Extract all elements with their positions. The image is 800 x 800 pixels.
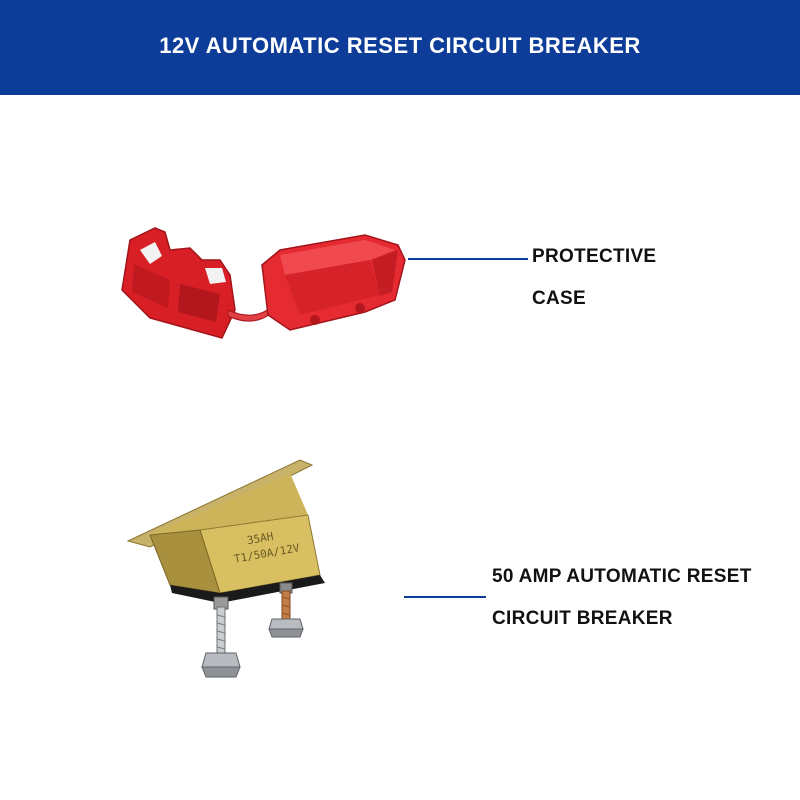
case-right-half <box>261 234 406 331</box>
circuit-breaker-image: 35AH T1/50A/12V <box>126 459 325 678</box>
case-callout-line2: CASE <box>532 288 586 309</box>
breaker-callout: 50 AMP AUTOMATIC RESET CIRCUIT BREAKER <box>492 556 752 640</box>
header-banner: 12V AUTOMATIC RESET CIRCUIT BREAKER <box>0 0 800 95</box>
case-callout-line1: PROTECTIVE <box>532 246 657 267</box>
case-left-half <box>121 227 236 339</box>
page-title: 12V AUTOMATIC RESET CIRCUIT BREAKER <box>159 32 641 58</box>
breaker-label-line1: 35AH <box>246 530 274 547</box>
copper-terminal-stud <box>268 582 304 638</box>
breaker-callout-line1: 50 AMP AUTOMATIC RESET <box>492 566 752 587</box>
silver-terminal-stud <box>201 596 241 678</box>
case-callout: PROTECTIVE CASE <box>532 236 656 320</box>
case-leader-line <box>408 258 528 260</box>
breaker-leader-line <box>404 596 486 598</box>
protective-case-image <box>121 227 406 339</box>
breaker-callout-line2: CIRCUIT BREAKER <box>492 608 673 629</box>
